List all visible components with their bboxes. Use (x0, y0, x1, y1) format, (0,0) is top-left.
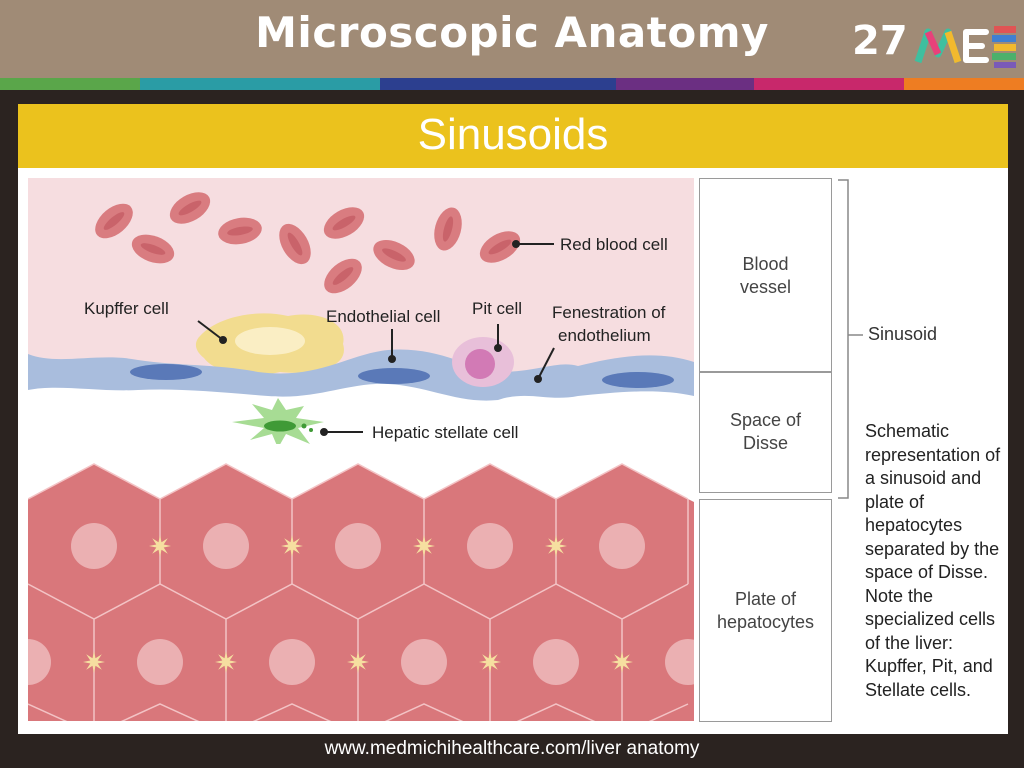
logo-number: 27 (852, 18, 908, 64)
box-blood-vessel: Blood vessel (699, 178, 832, 373)
kupffer-cell (195, 313, 344, 376)
diagram-description: Schematic representation of a sinusoid a… (865, 421, 1001, 700)
label-endothelial-cell: Endothelial cell (326, 307, 440, 326)
footer-url: www.medmichihealthcare.com/liver anatomy (324, 738, 700, 759)
box-space-of-disse: Space of Disse (699, 371, 832, 493)
page-title: Microscopic Anatomy (255, 8, 769, 57)
label-pit-cell: Pit cell (472, 299, 522, 318)
pit-cell (452, 337, 514, 387)
slide-panel: Sinusoids (18, 104, 1008, 734)
hepatocyte-plate (28, 444, 694, 721)
label-red-blood-cell: Red blood cell (560, 235, 668, 254)
brand-logo: 27 (852, 12, 1022, 74)
slide-subtitle: Sinusoids (417, 110, 609, 159)
sinusoid-label: Sinusoid (868, 324, 938, 344)
label-fenestration-line2: endothelium (558, 326, 651, 345)
sinusoid-bracket (838, 179, 863, 499)
logo-mark-icon (914, 26, 1016, 68)
label-fenestration-line1: Fenestration of (552, 303, 666, 322)
sinusoid-diagram: Red blood cell Kupffer cell Endothelial … (28, 178, 863, 721)
hepatic-stellate-cell (232, 398, 324, 448)
subtitle-bar: Sinusoids (18, 104, 1008, 168)
box-plate-of-hepatocytes: Plate of hepatocytes (699, 499, 832, 722)
color-stripe (0, 78, 1024, 90)
header-bar: Microscopic Anatomy 27 (0, 0, 1024, 78)
red-blood-cells (95, 192, 521, 294)
endothelium (28, 349, 694, 401)
label-hepatic-stellate-cell: Hepatic stellate cell (372, 423, 518, 442)
label-kupffer-cell: Kupffer cell (84, 299, 169, 318)
